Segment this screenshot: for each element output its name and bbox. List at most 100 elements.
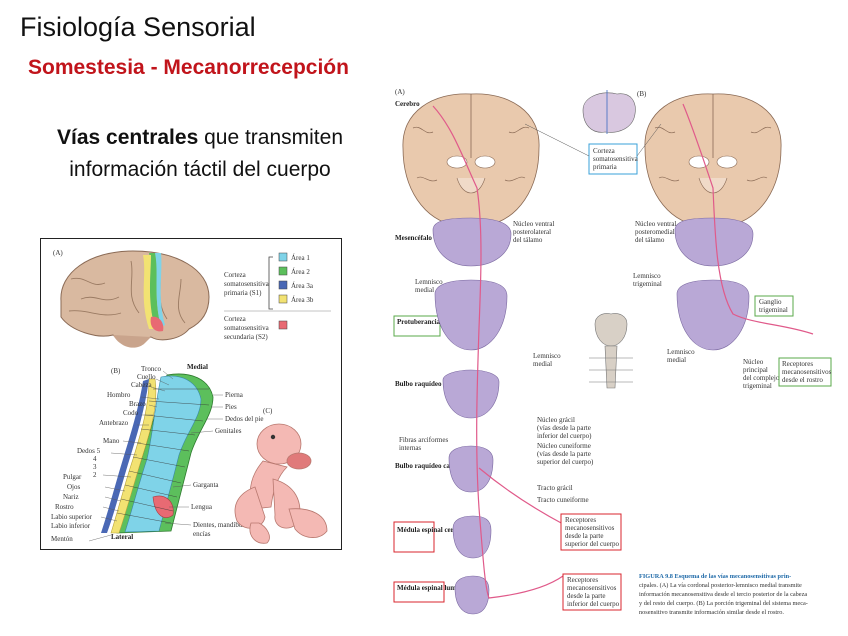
- homunculus-image: [234, 423, 328, 544]
- brain-coronal-a: [402, 93, 540, 227]
- legend-area3a: Área 3a: [291, 282, 314, 290]
- bp-ojos: Ojos: [67, 483, 81, 491]
- level-box-cervical: [393, 521, 435, 553]
- bp-pierna: Pierna: [225, 391, 244, 399]
- caption-l5: nosensitivo transmite información simila…: [639, 609, 784, 616]
- legend-bracket: [268, 256, 273, 310]
- bp-pies: Pies: [225, 403, 237, 411]
- cune-l1: Núcleo cuneiforme: [537, 442, 591, 450]
- rinf-l4: inferior del cuerpo: [567, 600, 620, 608]
- somatotopic-map: [101, 373, 214, 534]
- brain-coronal-b: [644, 93, 782, 227]
- rsup-l4: superior del cuerpo: [565, 540, 620, 548]
- bp-encias: encías: [193, 530, 211, 538]
- level-box-lumbar: [393, 581, 445, 603]
- np-l1: Núcleo: [743, 358, 764, 366]
- panel-a-label: (A): [53, 249, 63, 257]
- bp-labio-superior: Labio superior: [51, 513, 93, 521]
- bp-dedos-pie: Dedos del pie: [225, 415, 264, 423]
- lm-b-l1: Lemnisco: [667, 348, 695, 356]
- slide-subtitle: Somestesia - Mecanorrecepción: [28, 56, 349, 79]
- legend-s2-line3: secundaria (S2): [224, 333, 268, 341]
- gracil-l2: (vías desde la parte: [537, 424, 591, 432]
- receptores-sup-box: [560, 513, 622, 551]
- brain-lateral-image: [60, 250, 210, 348]
- caption-l2: cipales. (A) La vía cordonal posterior-l…: [639, 582, 802, 589]
- np-l4: trigeminal: [743, 382, 772, 390]
- bp-cuello: Cuello: [137, 373, 156, 381]
- rinf-l2: mecanosensitivos: [567, 584, 617, 592]
- legend-swatch-area3a: [278, 280, 288, 290]
- rinf-l3: desde la parte: [567, 592, 605, 600]
- np-l3: del complejo: [743, 374, 780, 382]
- legend-s1-line3: primaria (S1): [224, 289, 262, 297]
- rsup-l1: Receptores: [565, 516, 596, 524]
- lm-b-l2: medial: [667, 356, 686, 364]
- vpm-l1: Núcleo ventral: [635, 220, 676, 228]
- legend-area2: Área 2: [291, 268, 310, 276]
- gracil-l1: Núcleo grácil: [537, 416, 575, 424]
- legend-s2-line1: Corteza: [224, 315, 247, 323]
- bp-dientes: Dientes, mandíbula,: [193, 521, 249, 529]
- lm-a2-l1: Lemnisco: [533, 352, 561, 360]
- level-protuberancia: Protuberancia media: [397, 318, 461, 326]
- vpl-l1: Núcleo ventral: [513, 220, 554, 228]
- intro-bold: Vías centrales: [56, 126, 199, 149]
- rr-l1: Receptores: [782, 360, 813, 368]
- legend-area3b: Área 3b: [291, 296, 314, 304]
- level-cerebro: Cerebro: [395, 100, 420, 108]
- legend-s1-line1: Corteza: [224, 271, 247, 279]
- receptores-rostro-box: [778, 357, 832, 387]
- corteza-box: [588, 143, 638, 175]
- bp-dedos5: Dedos 5: [77, 447, 101, 455]
- bp-menton: Mentón: [51, 535, 73, 543]
- caption-l3: información mecanosensitiva desde el ter…: [639, 591, 807, 598]
- bp-genitales: Genitales: [215, 427, 242, 435]
- rinf-l1: Receptores: [567, 576, 598, 584]
- panel-c-label: (C): [263, 407, 273, 415]
- bp-dedo4: 4: [93, 455, 97, 463]
- legend-s1-line2: somatosensitiva: [224, 280, 270, 288]
- legend-s2-line2: somatosensitiva: [224, 324, 270, 332]
- legend-swatch-area3b: [278, 294, 288, 304]
- lt-l1: Lemnisco: [633, 272, 661, 280]
- bp-nariz: Nariz: [63, 493, 79, 501]
- ganglio-l2: trigeminal: [759, 306, 788, 314]
- brainstem-icon: [589, 313, 633, 389]
- tracto-gracil: Tracto grácil: [537, 484, 573, 492]
- lm-a2-l2: medial: [533, 360, 552, 368]
- bp-dedo3: 3: [93, 463, 97, 471]
- rr-l2: mecanosensitivos: [782, 368, 832, 376]
- level-bulbo-caudal: Bulbo raquídeo caudal: [395, 462, 463, 470]
- bp-cabeza: Cabeza: [131, 381, 152, 389]
- brainstem-sections-a: [432, 217, 512, 615]
- panel-b-label: (B): [111, 367, 121, 375]
- corteza-l2: somatosensitiva: [593, 155, 639, 163]
- bp-mano: Mano: [103, 437, 120, 445]
- homunculus-figure: (A) Corteza somatosensitiva primaria (S1…: [40, 238, 342, 550]
- intro-text: Vías centrales que transmiten informació…: [30, 122, 370, 186]
- fibras-l2: internas: [399, 444, 421, 452]
- level-bulbo-rostral: Bulbo raquídeo rostral: [395, 380, 463, 388]
- level-cervical: Médula espinal cervical: [397, 526, 468, 534]
- mechanosensory-pathways-figure: (A) (B) Cerebro Mesencéfalo Protuberanci…: [393, 88, 833, 623]
- panel-a-right: (A): [395, 88, 405, 96]
- caption-l1: FIGURA 9.8 Esquema de las vías mecanosen…: [639, 573, 791, 580]
- bp-hombro: Hombro: [107, 391, 131, 399]
- bp-brazo: Brazo: [129, 400, 146, 408]
- vpl-l3: del tálamo: [513, 236, 543, 244]
- brainstem-sections-b: [674, 217, 754, 351]
- bp-pulgar: Pulgar: [63, 473, 82, 481]
- panel-b-right: (B): [637, 90, 647, 98]
- homunculus-svg: (A) Corteza somatosensitiva primaria (S1…: [51, 249, 331, 544]
- corteza-l1: Corteza: [593, 147, 616, 155]
- intro-line-2: información táctil del cuerpo: [69, 158, 331, 181]
- legend-swatch-area1: [278, 252, 288, 262]
- bp-lengua: Lengua: [191, 503, 213, 511]
- legend-swatch-area2: [278, 266, 288, 276]
- gracil-l3: inferior del cuerpo): [537, 432, 592, 440]
- lm-a1-l2: medial: [415, 286, 434, 294]
- slide-title: Fisiología Sensorial: [20, 12, 256, 42]
- bp-antebrazo: Antebrazo: [99, 419, 129, 427]
- bp-codo: Codo: [123, 409, 139, 417]
